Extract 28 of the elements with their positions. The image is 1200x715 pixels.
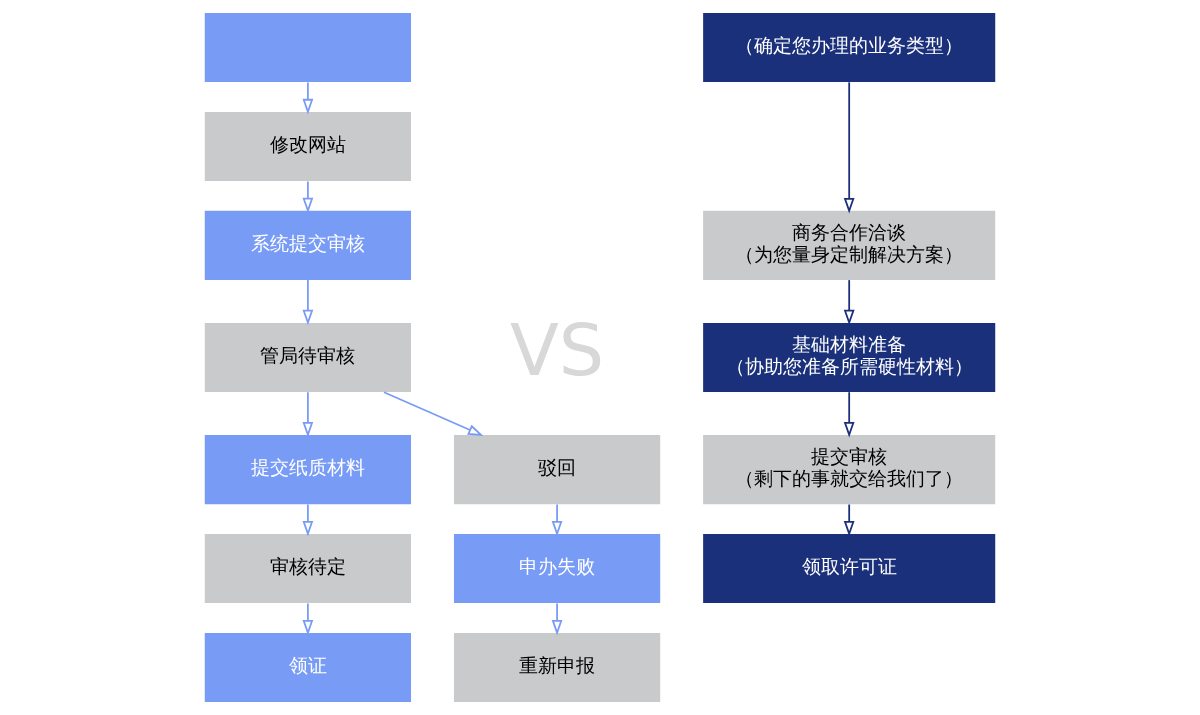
- node-box: 提交审核 （剩下的事就交给我们了）: [703, 435, 996, 505]
- arrow: [843, 391, 855, 438]
- node-box: 管局待审核: [204, 322, 412, 393]
- arrow: [551, 602, 563, 636]
- arrow: [302, 180, 314, 214]
- node-box: （确定您办理的业务类型）: [703, 12, 996, 83]
- node-box: 审核待定: [204, 533, 412, 604]
- node-box: 提交纸质材料: [204, 435, 412, 505]
- node-box: 修改网站: [204, 111, 412, 182]
- arrow: [302, 391, 314, 438]
- arrow: [302, 279, 314, 326]
- arrow: [843, 81, 855, 214]
- node-box: 商务合作洽谈 （为您量身定制解决方案）: [703, 210, 996, 280]
- node-box: 系统提交审核: [204, 210, 412, 280]
- node-box: 重新申报: [453, 632, 661, 703]
- arrow: [843, 503, 855, 537]
- arrow: [551, 503, 563, 537]
- arrow: [383, 391, 484, 436]
- arrow: [843, 279, 855, 326]
- node-box: 领证: [204, 632, 412, 703]
- arrow: [302, 602, 314, 636]
- node-box: 驳回: [453, 435, 661, 505]
- node-box: 基础材料准备 （协助您准备所需硬性材料）: [703, 322, 996, 393]
- arrow: [302, 503, 314, 537]
- node-box: 领取许可证: [703, 533, 996, 604]
- arrow: [302, 81, 314, 115]
- node-box: 申办失败: [453, 533, 661, 604]
- node-box: [204, 12, 412, 83]
